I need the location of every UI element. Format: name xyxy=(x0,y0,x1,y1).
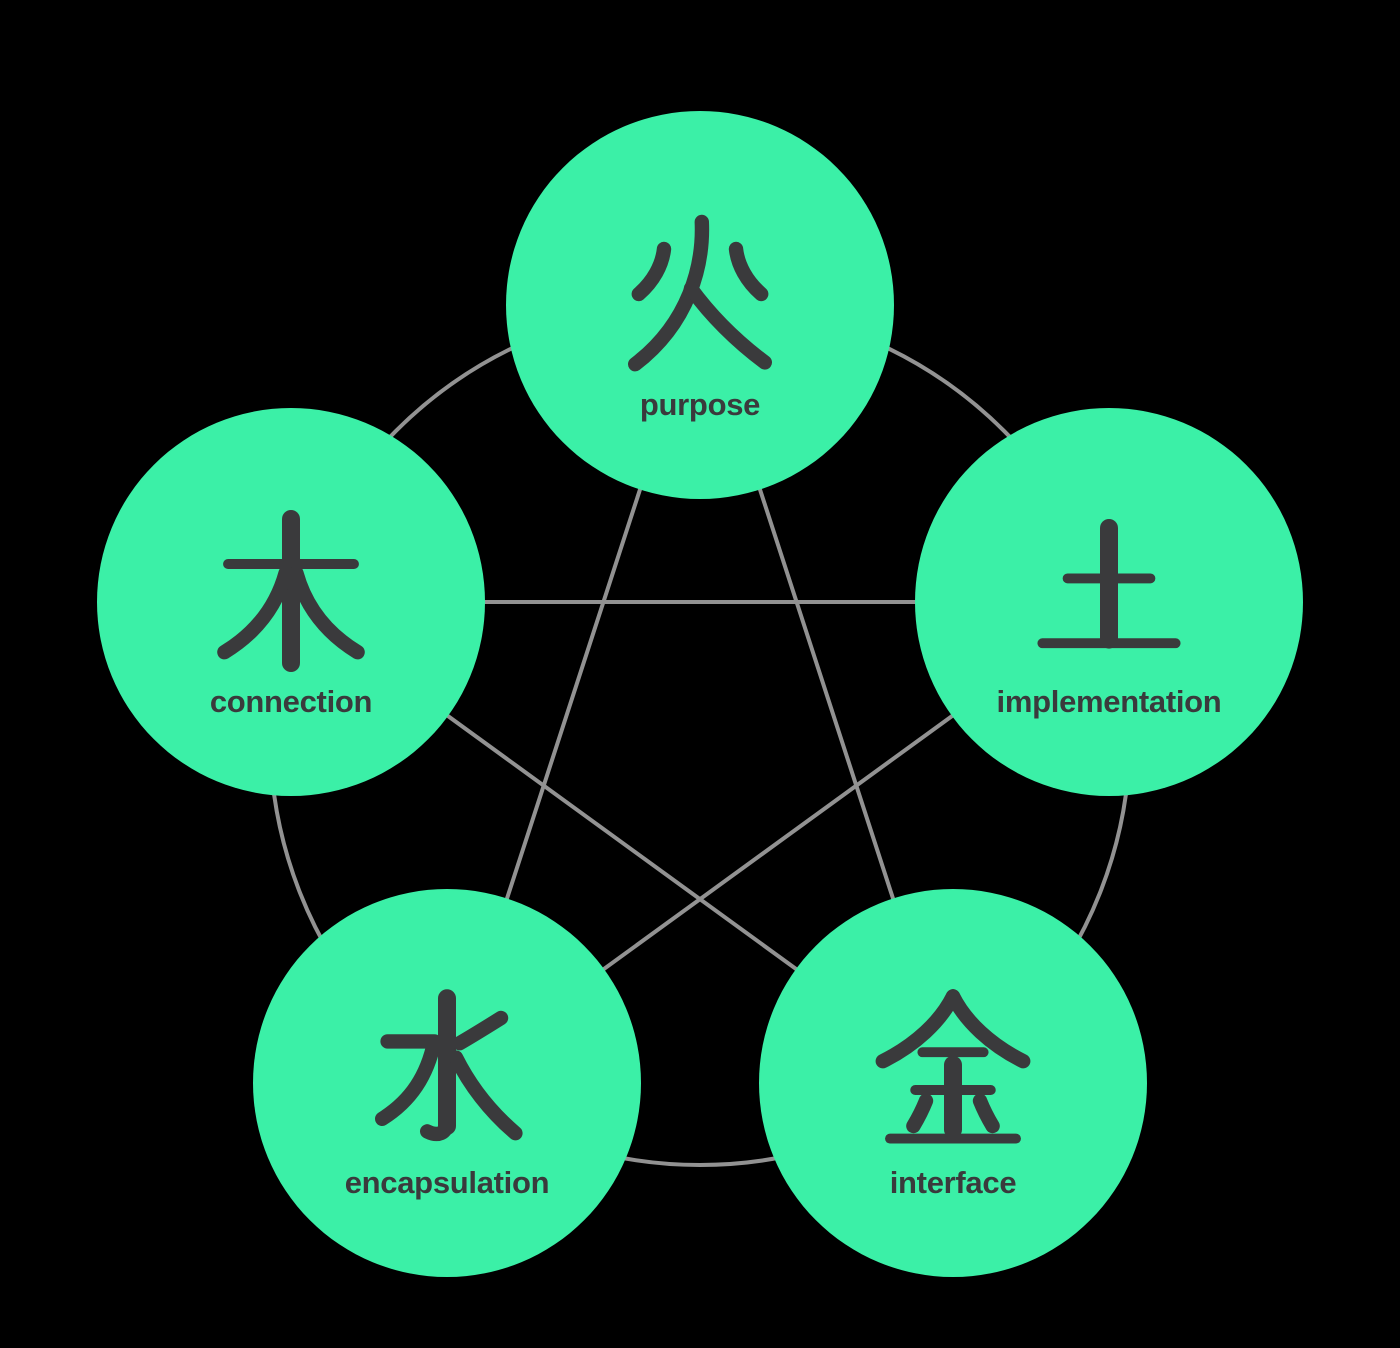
node-water: 水 encapsulation xyxy=(253,889,641,1277)
node-metal: 金 interface xyxy=(759,889,1147,1277)
node-wood-label: connection xyxy=(209,684,373,719)
wood-kanji-icon xyxy=(217,510,365,672)
node-earth-label: implementation xyxy=(996,684,1222,719)
node-fire-label: purpose xyxy=(639,387,761,422)
earth-kanji-icon xyxy=(1037,519,1181,649)
metal-kanji-icon xyxy=(875,989,1031,1144)
node-fire: 火 purpose xyxy=(506,111,894,499)
water-kanji-icon xyxy=(375,989,523,1141)
fire-kanji-icon xyxy=(628,214,772,372)
node-metal-label: interface xyxy=(889,1165,1017,1200)
node-wood: 木 connection xyxy=(97,408,485,796)
node-earth: 土 implementation xyxy=(915,408,1303,796)
node-water-label: encapsulation xyxy=(344,1165,550,1200)
